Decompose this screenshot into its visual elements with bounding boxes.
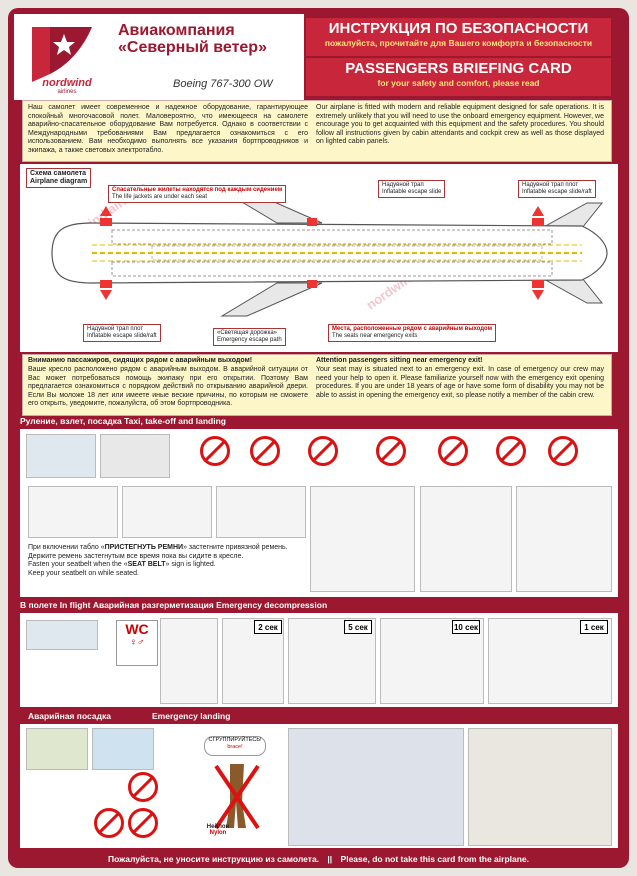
seat-upright-image xyxy=(420,486,512,592)
seatbelt-fasten-image xyxy=(28,486,118,538)
title-en-bar: PASSENGERS BRIEFING CARD for your safety… xyxy=(306,58,611,96)
no-gameboy-icon xyxy=(250,436,280,466)
exit-row-text-en: Your seat may is situated next to an eme… xyxy=(316,366,604,399)
nordwind-logo: nordwind airlines xyxy=(32,27,92,94)
diagram-title: Схема самолета Airplane diagram xyxy=(26,168,92,188)
logo-wordmark: nordwind xyxy=(42,77,92,89)
timer-2: 5 сек xyxy=(344,620,372,634)
airline-name: Авиакомпания «Северный ветер» xyxy=(118,22,267,56)
seconds-unit: сек xyxy=(352,623,368,632)
title-en: PASSENGERS BRIEFING CARD xyxy=(345,60,572,77)
landing-title-ru: Аварийная посадка xyxy=(28,711,111,721)
exit-row-text-ru: Ваше кресло расположено рядом с аварийны… xyxy=(28,366,308,407)
oxygen-mask-drop-image xyxy=(160,618,218,704)
title-ru: ИНСТРУКЦИЯ ПО БЕЗОПАСНОСТИ xyxy=(328,20,589,37)
seatbelt-release-image xyxy=(216,486,306,538)
no-shaver-icon xyxy=(548,436,578,466)
brace-speech-bubble: СГРУППИРУЙТЕСЬ! brace! xyxy=(204,736,266,756)
intro-en: Our airplane is fitted with modern and r… xyxy=(316,104,604,145)
landing-title-en: Emergency landing xyxy=(152,711,231,721)
label-slide-raft-bottom: Надувной трап плот Inflatable escape sli… xyxy=(83,324,161,342)
timer-3: 10 сек xyxy=(452,620,480,634)
exit-row-title-en: Attention passengers sitting near emerge… xyxy=(316,357,483,364)
aircraft-model: Boeing 767-300 OW xyxy=(173,78,273,90)
seconds-unit: сек xyxy=(588,623,604,632)
nylon-label: Нейлон Nylon xyxy=(206,824,230,836)
no-sharp-objects-icon xyxy=(128,808,158,838)
seatbelt-tighten-image xyxy=(122,486,212,538)
airplane-diagram xyxy=(51,189,608,317)
no-laptop-icon xyxy=(200,436,230,466)
title-ru-bar: ИНСТРУКЦИЯ ПО БЕЗОПАСНОСТИ пожалуйста, п… xyxy=(306,18,611,56)
land-landing-image xyxy=(26,728,88,770)
seatbelt-instructions: При включении табло «ПРИСТЕГНУТЬ РЕМНИ» … xyxy=(28,544,288,577)
logo-subtext: airlines xyxy=(57,89,76,94)
seconds-unit: сек xyxy=(262,623,278,632)
no-rc-toy-icon xyxy=(438,436,468,466)
exit-row-title-ru: Вниманию пассажиров, сидящих рядом с ава… xyxy=(28,357,253,364)
no-glasses-icon xyxy=(128,772,158,802)
inflight-plane-image xyxy=(26,620,98,650)
no-radio-icon xyxy=(496,436,526,466)
subtitle-en: for your safety and comfort, please read xyxy=(377,78,540,88)
label-slide: Надувной трап Inflatable escape slide xyxy=(378,180,446,198)
takeoff-plane-image xyxy=(100,434,170,478)
label-life-vests: Спасательные жилеты находятся под каждым… xyxy=(108,185,287,203)
label-exit-seats: Места, расположенные рядом с аварийным в… xyxy=(328,324,497,342)
seconds-unit: сек xyxy=(462,623,479,632)
timer-1: 2 сек xyxy=(254,620,282,634)
intro-ru: Наш самолет имеет современное и надежное… xyxy=(28,104,308,154)
label-slide-raft-top: Надувной трап плот Inflatable escape sli… xyxy=(518,180,596,198)
overhead-bin-image xyxy=(310,486,415,592)
taxi-section-title: Руление, взлет, посадка Taxi, take-off a… xyxy=(20,416,226,426)
footer-note: Пожалуйста, не уносите инструкцию из сам… xyxy=(107,854,530,864)
exit-row-box xyxy=(22,354,612,416)
wc-figures-icon: ♀♂ xyxy=(129,637,145,648)
brace-position-image xyxy=(288,728,464,846)
no-smoking-icon xyxy=(308,436,338,466)
no-nylon-stockings-icon xyxy=(214,764,260,830)
brace-position-crew-image xyxy=(468,728,612,846)
wc-sign: WC ♀♂ xyxy=(116,620,158,666)
subtitle-ru: пожалуйста, прочитайте для Вашего комфор… xyxy=(324,38,593,48)
briefing-card: nordwind airlines Авиакомпания «Северный… xyxy=(8,8,629,868)
no-high-heels-icon xyxy=(94,808,124,838)
water-landing-image xyxy=(92,728,154,770)
timer-4: 1 сек xyxy=(580,620,608,634)
label-escape-path: «Светящая дорожка» Emergency escape path xyxy=(213,328,286,346)
seated-passenger-image xyxy=(516,486,612,592)
decompression-section-title: В полете In flight Аварийная разгерметиз… xyxy=(20,600,328,610)
intro-box xyxy=(22,100,612,162)
no-phone-icon xyxy=(376,436,406,466)
taxi-plane-image xyxy=(26,434,96,478)
